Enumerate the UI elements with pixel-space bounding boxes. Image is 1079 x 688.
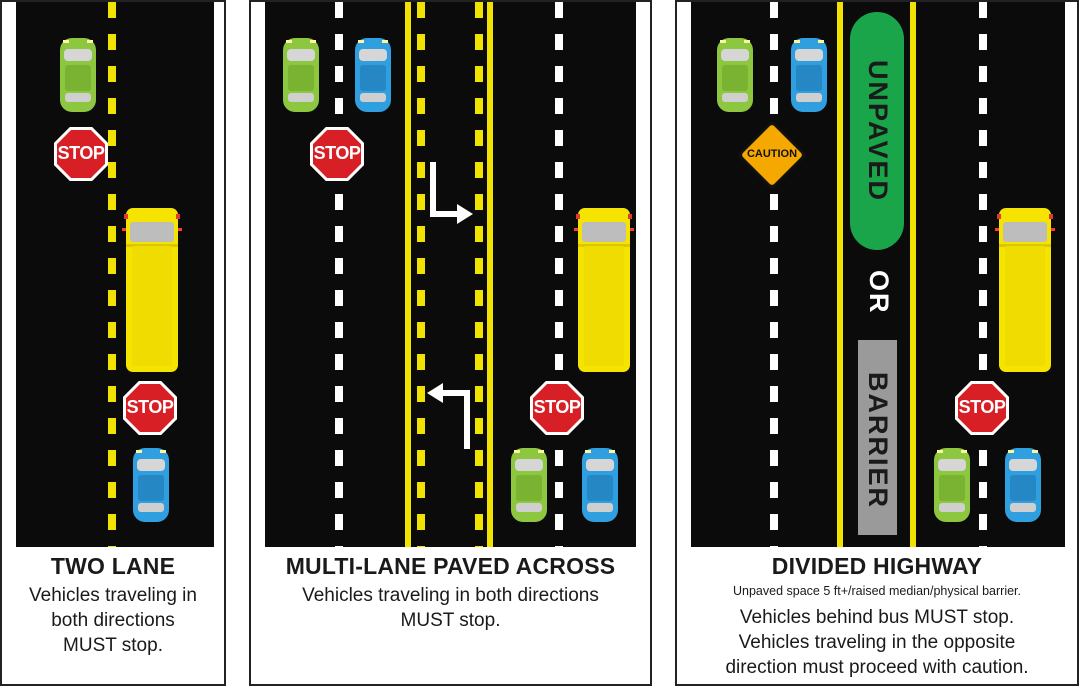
stop-sign-icon: STOP [530, 381, 584, 435]
caption-divided-highway: DIVIDED HIGHWAY Unpaved space 5 ft+/rais… [677, 552, 1077, 680]
turn-arrow-icon [427, 383, 470, 449]
panel-divided-highway: UNPAVED OR BARRIER CAUTION STOP DIVIDED … [675, 0, 1079, 686]
caption-line: direction must proceed with caution. [725, 657, 1029, 678]
car-icon [282, 37, 320, 113]
turn-arrow-icon [430, 162, 473, 224]
road-multi-lane: STOP STOP [265, 2, 636, 547]
median-edge-line [910, 2, 916, 547]
unpaved-label: UNPAVED [863, 59, 893, 202]
caption-multi-lane: MULTI-LANE PAVED ACROSS Vehicles traveli… [251, 552, 650, 633]
car-icon [581, 447, 619, 523]
car-icon [933, 447, 971, 523]
lane-line [979, 2, 987, 547]
car-icon [716, 37, 754, 113]
unpaved-median: UNPAVED [850, 12, 904, 250]
panel-multi-lane: STOP STOP MULTI-LANE PAVED ACROSS Vehicl… [249, 0, 652, 686]
center-line-dashed [475, 2, 483, 547]
road-two-lane: STOP STOP [16, 2, 214, 547]
caution-sign-icon: CAUTION [736, 119, 808, 191]
road-divided-highway: UNPAVED OR BARRIER CAUTION STOP [691, 2, 1065, 547]
caption-line: Vehicles traveling in [29, 585, 197, 606]
center-line-dashed [417, 2, 425, 547]
physical-barrier: BARRIER [858, 340, 897, 535]
car-icon [59, 37, 97, 113]
panel-title: MULTI-LANE PAVED ACROSS [285, 553, 616, 579]
caption-line: MUST stop. [400, 610, 501, 631]
center-line [108, 2, 116, 547]
car-icon [790, 37, 828, 113]
stop-sign-icon: STOP [310, 127, 364, 181]
caption-line: MUST stop. [63, 635, 163, 656]
caption-note: Unpaved space 5 ft+/raised median/physic… [732, 584, 1021, 598]
caution-label: CAUTION [746, 148, 798, 160]
stop-sign-icon: STOP [54, 127, 108, 181]
car-icon [132, 447, 170, 523]
panel-title: DIVIDED HIGHWAY [771, 553, 983, 579]
car-icon [1004, 447, 1042, 523]
panel-title: TWO LANE [50, 553, 176, 579]
school-bus-icon [574, 208, 634, 372]
center-line-solid [487, 2, 493, 547]
panel-two-lane: STOP STOP TWO LANE Vehicles traveling in… [0, 0, 226, 686]
caption-line: both directions [51, 610, 175, 631]
caption-line: Vehicles traveling in the opposite [738, 632, 1016, 653]
median-edge-line [837, 2, 843, 547]
car-icon [354, 37, 392, 113]
school-bus-icon [122, 208, 182, 372]
center-line-solid [405, 2, 411, 547]
or-label: OR [864, 270, 894, 315]
stop-sign-icon: STOP [955, 381, 1009, 435]
caption-line: Vehicles traveling in both directions [302, 585, 599, 606]
lane-line [335, 2, 343, 547]
lane-line [555, 2, 563, 547]
barrier-label: BARRIER [863, 372, 893, 510]
lane-line [770, 2, 778, 547]
stop-sign-icon: STOP [123, 381, 177, 435]
caption-line: Vehicles behind bus MUST stop. [739, 607, 1015, 628]
car-icon [510, 447, 548, 523]
school-bus-icon [995, 208, 1055, 372]
caption-two-lane: TWO LANE Vehicles traveling in both dire… [2, 552, 224, 658]
